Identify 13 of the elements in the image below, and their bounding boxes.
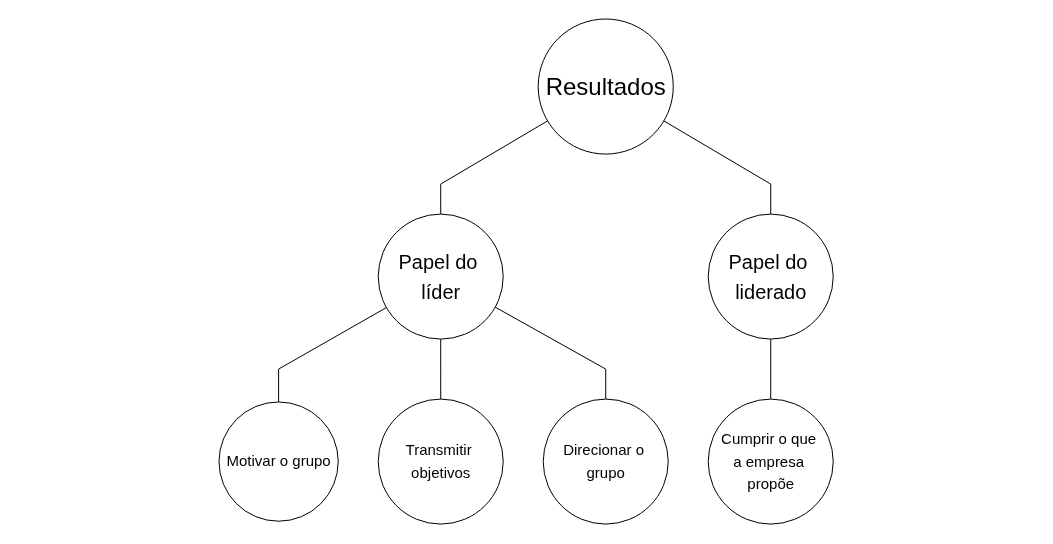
node-circle: Direcionar o grupo (543, 399, 670, 526)
node-circle: Transmitir objetivos (378, 399, 505, 526)
connector (278, 307, 388, 403)
node-circle: Papel do líder (378, 214, 505, 341)
connector (663, 120, 772, 216)
node-circle: Motivar o grupo (218, 401, 340, 523)
node-circle: Papel do liderado (708, 214, 835, 341)
connector (770, 339, 772, 401)
connector (495, 307, 607, 401)
node-circle: Cumprir o que a empresa propõe (708, 399, 835, 526)
node-circle: Resultados (538, 18, 675, 156)
connector (440, 120, 549, 216)
connector (440, 339, 442, 401)
